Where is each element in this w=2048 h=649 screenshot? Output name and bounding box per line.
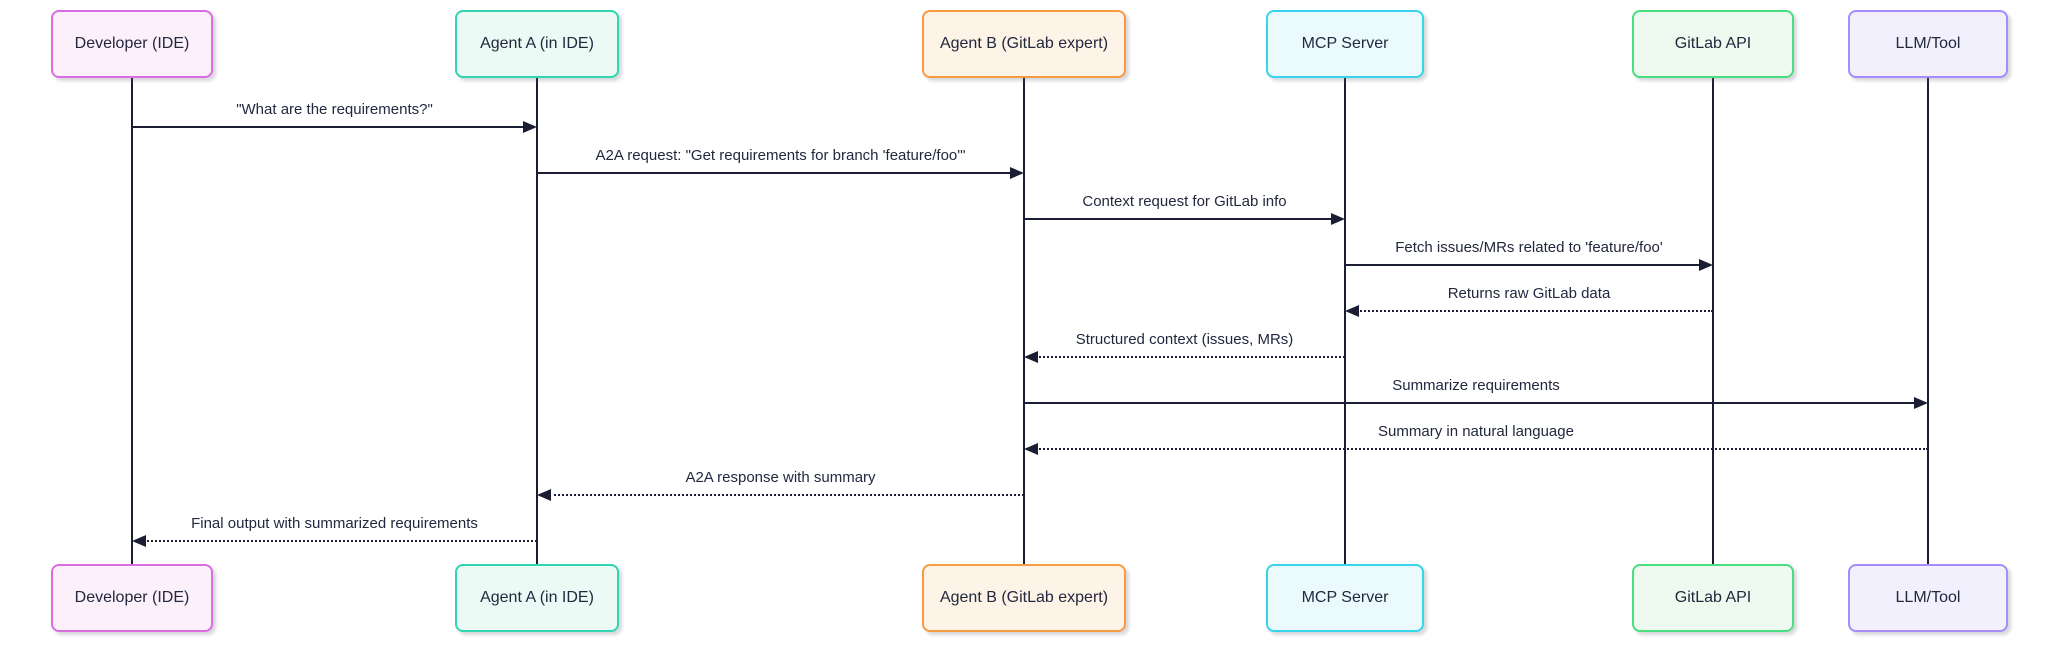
message-label-9: A2A response with summary [685, 469, 876, 486]
message-label-10: Final output with summarized requirement… [191, 515, 478, 532]
message-line-3 [1024, 218, 1333, 220]
actor-label: MCP Server [1301, 35, 1389, 52]
message-line-5 [1357, 310, 1713, 312]
message-line-4 [1345, 264, 1701, 266]
message-line-1 [132, 126, 525, 128]
actor-label: LLM/Tool [1895, 35, 1961, 52]
actor-label: GitLab API [1674, 589, 1752, 606]
message-arrowhead-10 [132, 535, 146, 547]
message-arrowhead-9 [537, 489, 551, 501]
message-label-7: Summarize requirements [1392, 377, 1560, 394]
actor-label: Developer (IDE) [74, 589, 190, 606]
actor-box-agent-a-top: Agent A (in IDE) [455, 10, 619, 78]
message-line-2 [537, 172, 1012, 174]
message-arrowhead-1 [523, 121, 537, 133]
message-label-4: Fetch issues/MRs related to 'feature/foo… [1395, 239, 1663, 256]
actor-box-mcp-server-bottom: MCP Server [1266, 564, 1424, 632]
actor-label: MCP Server [1301, 589, 1389, 606]
message-arrowhead-7 [1914, 397, 1928, 409]
actor-box-agent-b-bottom: Agent B (GitLab expert) [922, 564, 1126, 632]
lifeline-llm-tool [1927, 78, 1929, 564]
message-arrowhead-3 [1331, 213, 1345, 225]
actor-label: GitLab API [1674, 35, 1752, 52]
actor-box-agent-b-top: Agent B (GitLab expert) [922, 10, 1126, 78]
message-arrowhead-8 [1024, 443, 1038, 455]
actor-label: Agent B (GitLab expert) [939, 589, 1109, 606]
actor-box-llm-tool-bottom: LLM/Tool [1848, 564, 2008, 632]
actor-label: Agent B (GitLab expert) [939, 35, 1109, 52]
message-line-6 [1036, 356, 1345, 358]
message-line-9 [549, 494, 1024, 496]
message-line-10 [144, 540, 537, 542]
actor-box-developer-top: Developer (IDE) [51, 10, 213, 78]
lifeline-developer [131, 78, 133, 564]
actor-box-agent-a-bottom: Agent A (in IDE) [455, 564, 619, 632]
message-arrowhead-5 [1345, 305, 1359, 317]
actor-label: Agent A (in IDE) [480, 35, 594, 52]
lifeline-agent-a [536, 78, 538, 564]
actor-label: Developer (IDE) [74, 35, 190, 52]
message-line-8 [1036, 448, 1928, 450]
message-arrowhead-2 [1010, 167, 1024, 179]
actor-label: Agent A (in IDE) [480, 589, 594, 606]
message-label-6: Structured context (issues, MRs) [1075, 331, 1294, 348]
lifeline-mcp-server [1344, 78, 1346, 564]
message-arrowhead-6 [1024, 351, 1038, 363]
message-label-8: Summary in natural language [1378, 423, 1574, 440]
actor-label: LLM/Tool [1895, 589, 1961, 606]
actor-box-llm-tool-top: LLM/Tool [1848, 10, 2008, 78]
message-label-2: A2A request: "Get requirements for branc… [595, 147, 966, 164]
lifeline-gitlab-api [1712, 78, 1714, 564]
message-label-5: Returns raw GitLab data [1447, 285, 1611, 302]
actor-box-developer-bottom: Developer (IDE) [51, 564, 213, 632]
message-label-3: Context request for GitLab info [1082, 193, 1287, 210]
actor-box-mcp-server-top: MCP Server [1266, 10, 1424, 78]
message-line-7 [1024, 402, 1916, 404]
message-label-1: "What are the requirements?" [236, 101, 433, 118]
actor-box-gitlab-api-top: GitLab API [1632, 10, 1794, 78]
lifeline-agent-b [1023, 78, 1025, 564]
actor-box-gitlab-api-bottom: GitLab API [1632, 564, 1794, 632]
message-arrowhead-4 [1699, 259, 1713, 271]
